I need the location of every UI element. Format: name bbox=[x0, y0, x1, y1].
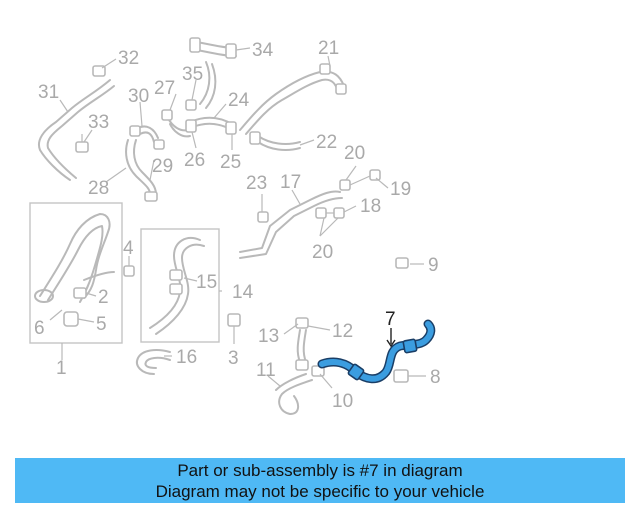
leader-lines bbox=[59, 47, 426, 389]
callout-27: 27 bbox=[154, 78, 175, 99]
hose-12-13 bbox=[295, 317, 309, 371]
callout-1: 1 bbox=[56, 358, 67, 379]
clamp-4 bbox=[123, 265, 135, 277]
callout-2: 2 bbox=[98, 287, 109, 308]
callout-32: 32 bbox=[118, 48, 139, 69]
box-1 bbox=[29, 202, 123, 344]
banner-line-disclaimer: Diagram may not be specific to your vehi… bbox=[155, 482, 485, 501]
clamp-9 bbox=[395, 257, 409, 269]
highlighted-hose-7 bbox=[317, 319, 436, 384]
clamp-23 bbox=[257, 211, 269, 223]
callout-9: 9 bbox=[428, 255, 439, 276]
hose-in-box-14 bbox=[149, 237, 205, 335]
hose-31 bbox=[38, 79, 115, 181]
hose-16 bbox=[136, 349, 171, 375]
callout-21: 21 bbox=[318, 38, 339, 59]
callout-12: 12 bbox=[332, 321, 353, 342]
clamp-32 bbox=[92, 65, 106, 77]
callout-35: 35 bbox=[182, 64, 203, 85]
callout-4: 4 bbox=[123, 238, 134, 259]
hose-28 bbox=[125, 139, 157, 195]
pipe-17 bbox=[239, 190, 343, 259]
callout-18: 18 bbox=[360, 196, 381, 217]
callout-24: 24 bbox=[228, 90, 250, 111]
callout-10: 10 bbox=[332, 391, 353, 412]
callout-14: 14 bbox=[232, 282, 254, 303]
callout-6: 6 bbox=[34, 318, 45, 339]
clamp-3 bbox=[227, 313, 241, 327]
clamp-25 bbox=[225, 121, 237, 135]
callout-22: 22 bbox=[316, 132, 337, 153]
callout-5: 5 bbox=[96, 314, 107, 335]
part-5 bbox=[63, 311, 79, 327]
callout-34: 34 bbox=[252, 40, 274, 61]
callout-28: 28 bbox=[88, 178, 109, 199]
callout-33: 33 bbox=[88, 112, 109, 133]
callout-25: 25 bbox=[220, 152, 241, 173]
callout-17: 17 bbox=[280, 172, 301, 193]
box-14 bbox=[140, 228, 220, 343]
clamp-29 bbox=[144, 191, 158, 202]
hose-11 bbox=[275, 373, 313, 415]
callout-7: 7 bbox=[385, 309, 396, 330]
fitting-19 bbox=[339, 169, 381, 191]
hose-in-box-1 bbox=[34, 213, 115, 303]
callout-8: 8 bbox=[430, 367, 441, 388]
callout-31: 31 bbox=[38, 82, 59, 103]
hose-21 bbox=[239, 63, 347, 135]
clamp-26 bbox=[185, 119, 197, 133]
info-banner: Part or sub-assembly is #7 in diagram Di… bbox=[15, 458, 625, 503]
callout-29: 29 bbox=[152, 156, 173, 177]
callout-30: 30 bbox=[128, 86, 149, 107]
clamp-2 bbox=[73, 287, 87, 299]
hose-22 bbox=[249, 131, 301, 151]
callout-11: 11 bbox=[256, 360, 276, 381]
callout-15: 15 bbox=[196, 272, 217, 293]
callout-26: 26 bbox=[184, 150, 205, 171]
banner-line-part: Part or sub-assembly is #7 in diagram bbox=[177, 461, 463, 480]
hose-30 bbox=[129, 125, 165, 150]
clamp-33 bbox=[75, 134, 89, 153]
callout-3: 3 bbox=[228, 348, 239, 369]
callout-16: 16 bbox=[176, 347, 197, 368]
parts-diagram: 1 2 3 4 5 6 7 8 9 10 11 12 13 14 15 16 1… bbox=[29, 37, 441, 415]
callout-13: 13 bbox=[258, 326, 279, 347]
part-6 bbox=[49, 309, 63, 321]
callout-20b: 20 bbox=[312, 242, 333, 263]
hose-34 bbox=[189, 37, 237, 59]
callout-23: 23 bbox=[246, 173, 267, 194]
callout-19: 19 bbox=[390, 179, 411, 200]
callout-20a: 20 bbox=[344, 143, 365, 164]
hose-35 bbox=[185, 61, 217, 111]
clamp-8 bbox=[393, 369, 409, 383]
fitting-18 bbox=[315, 207, 345, 219]
